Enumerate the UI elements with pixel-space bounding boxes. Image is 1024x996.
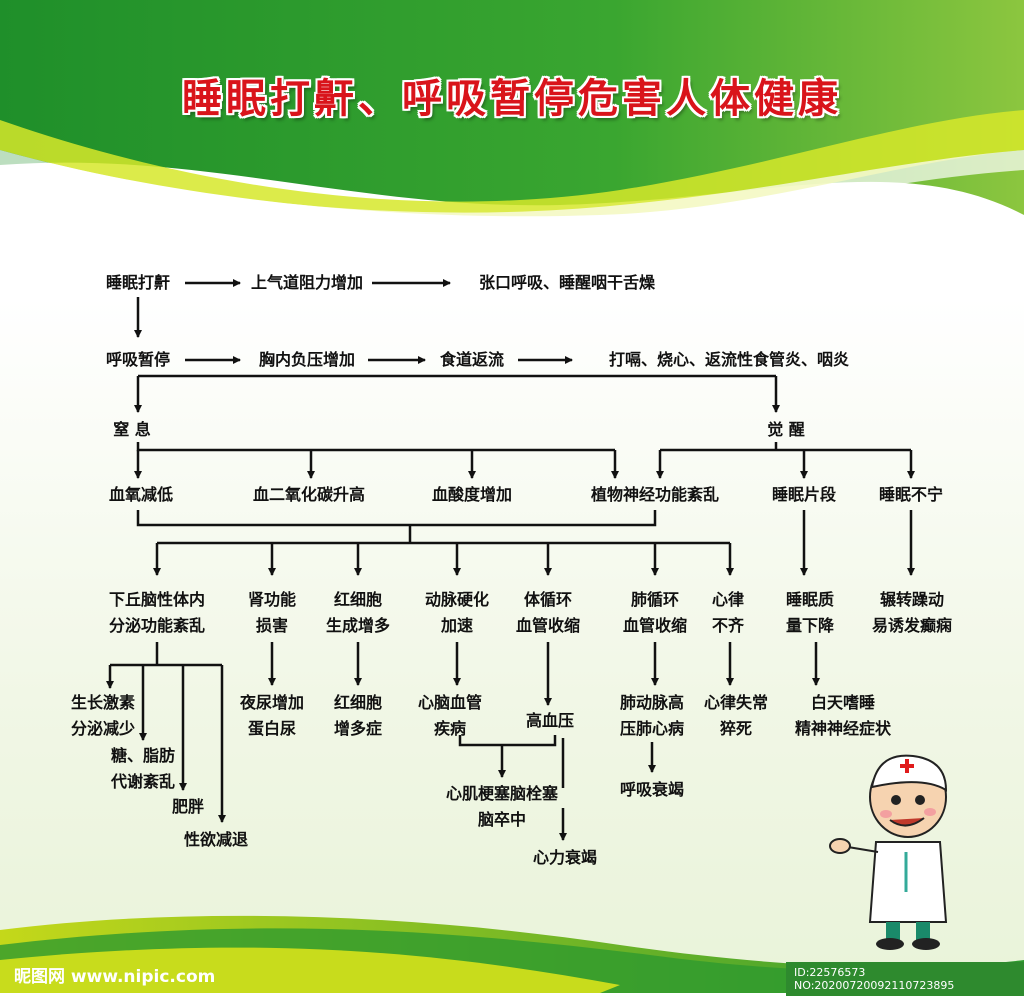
flow-line bbox=[458, 735, 557, 747]
node-heartfail: 心力衰竭 bbox=[532, 848, 598, 867]
node-polycythemia: 红细胞增多症 bbox=[333, 693, 383, 738]
node-reflux: 食道返流 bbox=[439, 350, 505, 369]
flow-line bbox=[136, 442, 615, 452]
node-fragment: 睡眠片段 bbox=[771, 485, 837, 504]
poster-title: 睡眠打鼾、呼吸暂停危害人体健康 bbox=[182, 75, 842, 122]
node-pulmonary: 肺循环血管收缩 bbox=[622, 590, 688, 635]
node-restless: 睡眠不宁 bbox=[878, 485, 944, 504]
node-hypertension: 高血压 bbox=[525, 711, 575, 730]
flow-line bbox=[136, 510, 657, 527]
node-kidney: 肾功能损害 bbox=[247, 590, 297, 635]
node-pulmheart: 肺动脉高压肺心病 bbox=[619, 693, 685, 738]
node-suffocate: 窒 息 bbox=[113, 420, 151, 439]
node-mouth: 张口呼吸、睡醒咽干舌燥 bbox=[478, 273, 656, 292]
node-obesity: 肥胖 bbox=[171, 797, 205, 816]
doctor-cartoon bbox=[829, 754, 948, 950]
node-libido: 性欲减退 bbox=[183, 830, 249, 849]
node-respfail: 呼吸衰竭 bbox=[619, 780, 685, 799]
node-co2: 血二氧化碳升高 bbox=[252, 485, 366, 504]
node-awake: 觉 醒 bbox=[767, 420, 805, 439]
node-arterio: 动脉硬化加速 bbox=[424, 590, 490, 635]
node-apnea: 呼吸暂停 bbox=[105, 350, 171, 369]
node-toss: 辗转躁动易诱发癫痫 bbox=[871, 590, 953, 635]
node-suddendeath: 心律失常猝死 bbox=[703, 693, 769, 738]
image-id: ID:22576573 NO:20200720092110723895 bbox=[786, 962, 1024, 996]
node-daysleep: 白天嗜睡精神神经症状 bbox=[794, 693, 892, 738]
node-nocturia: 夜尿增加蛋白尿 bbox=[239, 693, 305, 738]
node-o2: 血氧减低 bbox=[108, 485, 174, 504]
node-metabolism: 糖、脂肪代谢紊乱 bbox=[110, 746, 176, 791]
node-systemic: 体循环血管收缩 bbox=[515, 590, 581, 635]
node-cardio: 心脑血管疾病 bbox=[417, 693, 483, 738]
node-hypothalamus: 下丘脑性体内分泌功能紊乱 bbox=[108, 590, 206, 635]
node-hiccup: 打嗝、烧心、返流性食管炎、咽炎 bbox=[608, 350, 850, 369]
node-infarct: 心肌梗塞脑栓塞脑卒中 bbox=[445, 784, 559, 829]
watermark: 昵图网 www.nipic.com bbox=[14, 967, 216, 987]
node-quality: 睡眠质量下降 bbox=[785, 590, 835, 635]
node-acid: 血酸度增加 bbox=[431, 485, 513, 504]
node-airway: 上气道阻力增加 bbox=[250, 273, 364, 292]
node-rbc: 红细胞生成增多 bbox=[325, 590, 391, 635]
node-chest: 胸内负压增加 bbox=[258, 350, 356, 369]
node-arrhythmia: 心律不齐 bbox=[711, 590, 745, 635]
node-growth: 生长激素分泌减少 bbox=[70, 693, 136, 738]
node-autonomic: 植物神经功能紊乱 bbox=[590, 485, 720, 504]
node-snore: 睡眠打鼾 bbox=[105, 273, 171, 292]
